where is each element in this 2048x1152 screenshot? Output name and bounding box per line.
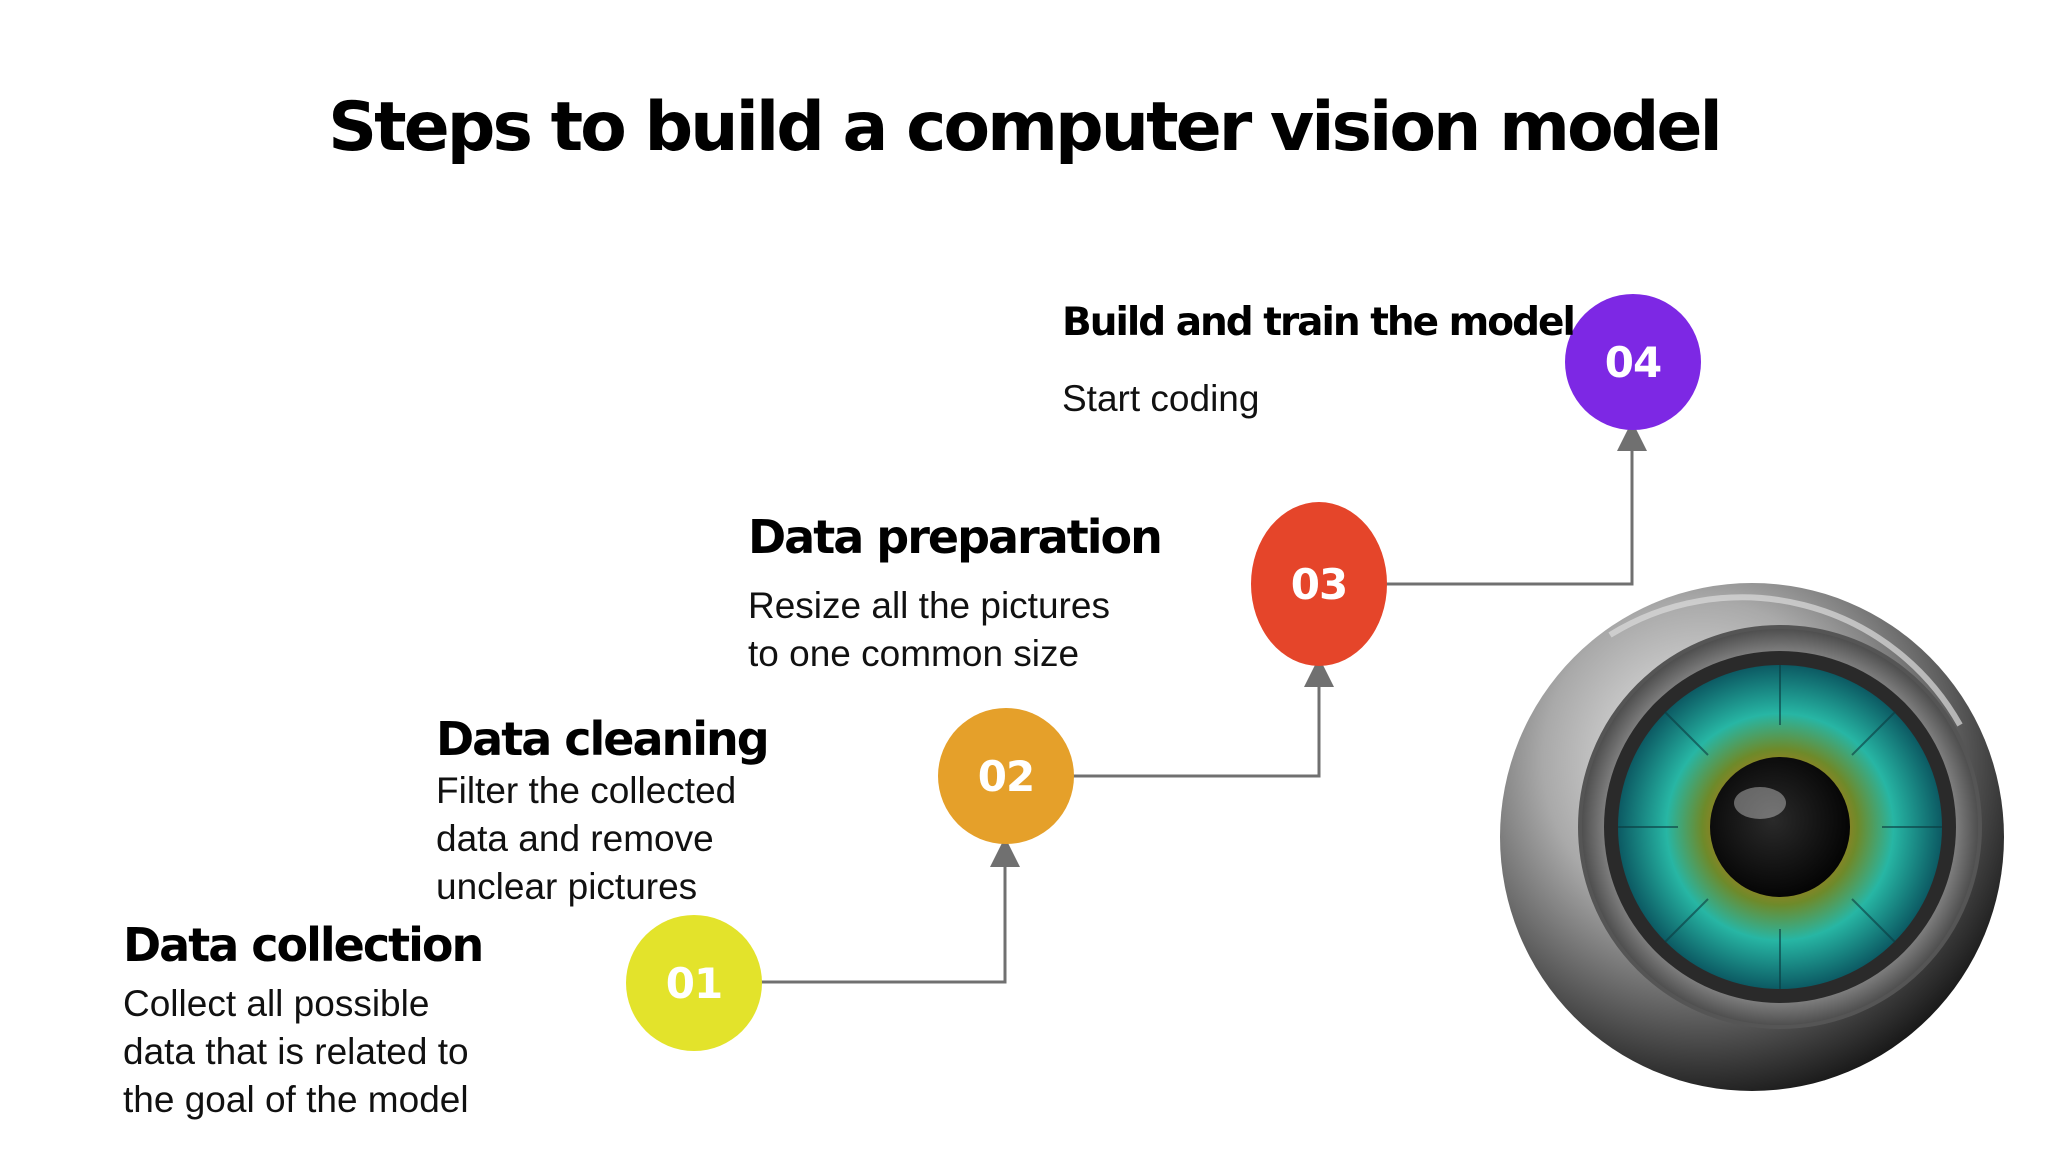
- step-01-number-badge: 01: [626, 915, 762, 1051]
- connector-02-03: [1072, 657, 1334, 778]
- page-title: Steps to build a computer vision model: [328, 88, 1723, 167]
- step-01-title: Data collection: [123, 918, 484, 972]
- connector-03-04: [1386, 421, 1647, 586]
- step-04-description: Start coding: [1062, 378, 1260, 419]
- step-01-description: Collect all possible data that is relate…: [123, 983, 469, 1120]
- step-02-number-badge: 02: [938, 708, 1074, 844]
- step-02-description: Filter the collected data and remove unc…: [436, 770, 737, 907]
- step-03-description: Resize all the pictures to one common si…: [748, 585, 1110, 674]
- step-04-title: Build and train the model: [1062, 300, 1576, 345]
- step-03-number-badge: 03: [1251, 502, 1387, 666]
- step-03-title: Data preparation: [748, 510, 1163, 564]
- step-04-number-badge: 04: [1565, 294, 1701, 430]
- eye-lens-icon: [1500, 583, 2004, 1091]
- connector-01-02: [760, 837, 1020, 984]
- step-02-title: Data cleaning: [436, 712, 770, 766]
